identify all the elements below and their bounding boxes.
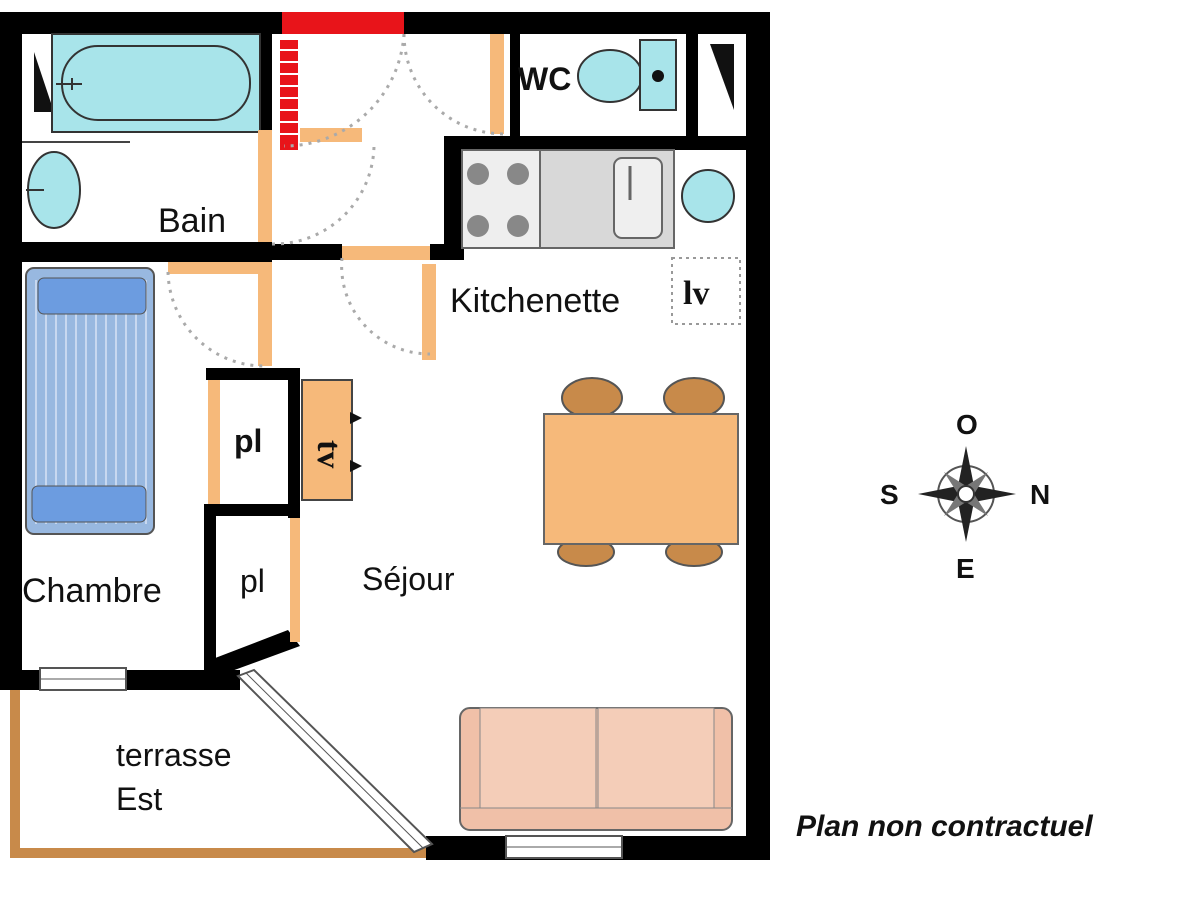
label-chambre: Chambre <box>22 572 162 610</box>
placard-door-2 <box>290 518 300 642</box>
bed <box>25 267 155 535</box>
label-terrasse: terrasse <box>116 737 232 773</box>
kitchen-sink <box>539 149 675 249</box>
entrance-threshold <box>280 40 298 150</box>
kitchen-basin <box>681 169 735 223</box>
label-tv: tv <box>310 440 347 468</box>
label-lv: lv <box>683 275 709 312</box>
label-sejour: Séjour <box>362 561 455 597</box>
label-wc: WC <box>518 61 571 97</box>
sofa <box>459 707 733 831</box>
compass-south-label: S <box>880 479 899 510</box>
label-bain: Bain <box>158 202 226 240</box>
window-sejour <box>505 835 623 859</box>
dishwasher-box <box>671 257 741 325</box>
dining-table <box>543 377 739 567</box>
corner-marker-left <box>34 52 54 112</box>
label-placard-1: pl <box>234 423 262 459</box>
cooktop <box>461 149 541 249</box>
bathroom-sink <box>26 151 81 229</box>
terrace <box>10 688 430 858</box>
door-swings <box>166 33 505 368</box>
window-chambre <box>39 667 127 691</box>
entrance-door <box>282 12 404 34</box>
corner-marker-right <box>710 44 734 110</box>
label-kitchenette: Kitchenette <box>450 282 620 320</box>
placard-door-1 <box>208 380 220 504</box>
tv-cabinet <box>301 379 362 501</box>
bathtub <box>51 33 261 133</box>
compass-west-label: O <box>956 409 978 440</box>
label-terrasse-est: Est <box>116 781 162 817</box>
interior-walls <box>22 34 748 676</box>
toilet <box>577 39 677 111</box>
compass-north-label: N <box>1030 479 1050 510</box>
compass-rose-icon <box>918 446 1016 542</box>
interior-doors <box>168 34 504 366</box>
label-placard-2: pl <box>240 563 265 599</box>
disclaimer-note: Plan non contractuel <box>796 810 1093 843</box>
compass-east-label: E <box>956 553 975 584</box>
bay-window-diagonal <box>236 668 434 854</box>
